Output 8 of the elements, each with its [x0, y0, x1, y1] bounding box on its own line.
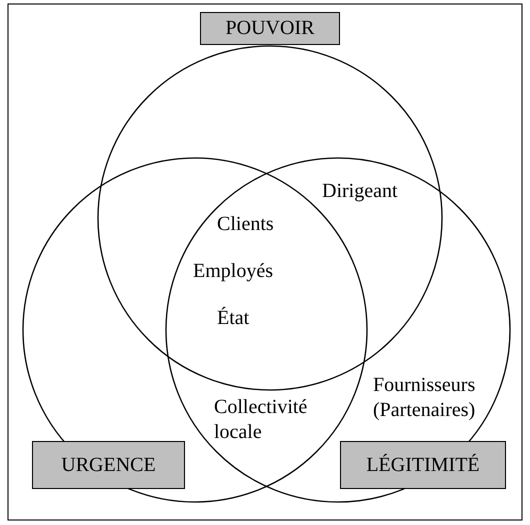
- stakeholder-label: Collectivité locale: [214, 395, 308, 445]
- venn-circle: [165, 157, 511, 503]
- stakeholder-label: Employés: [193, 259, 273, 284]
- category-label: POUVOIR: [200, 12, 340, 45]
- stakeholder-label: Dirigeant: [322, 179, 398, 204]
- stakeholder-label: Fournisseurs (Partenaires): [373, 373, 476, 423]
- stakeholder-label: Clients: [217, 212, 274, 237]
- stakeholder-label: État: [217, 306, 250, 331]
